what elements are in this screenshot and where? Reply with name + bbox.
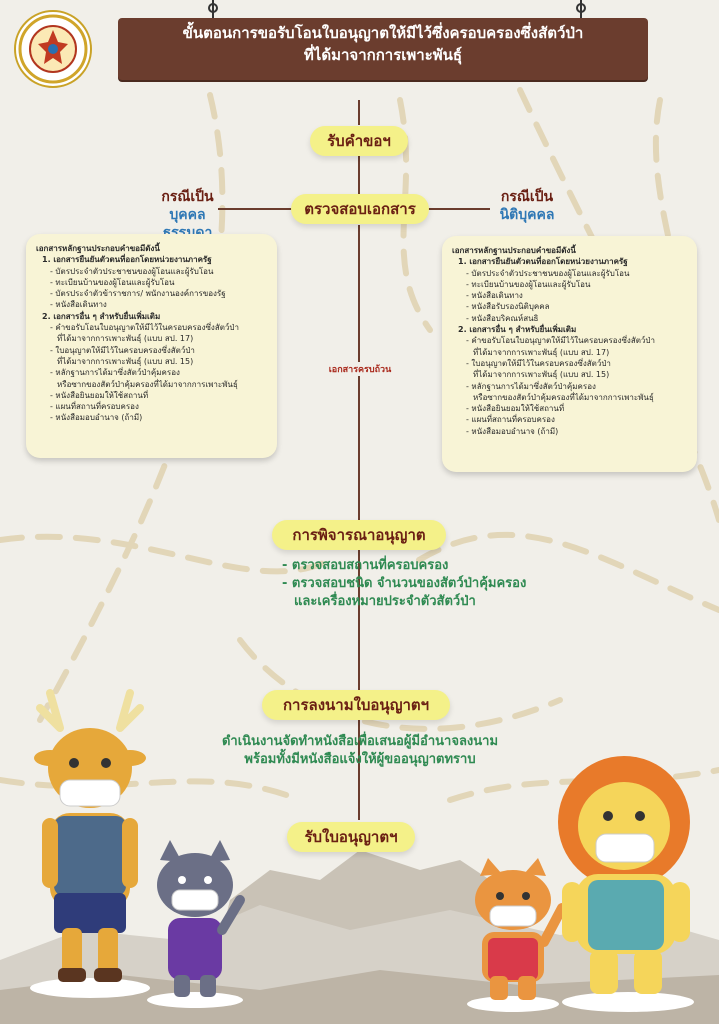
left-documents-card: เอกสารหลักฐานประกอบคำขอมีดังนี้ 1. เอกสา… bbox=[26, 234, 277, 458]
page-title-line2: ที่ได้มาจากการเพาะพันธุ์ bbox=[303, 46, 463, 64]
sign-note: ดำเนินงานจัดทำหนังสือเพื่อเสนอผู้มีอำนาจ… bbox=[221, 734, 499, 749]
step-consideration: การพิจารณาอนุญาต bbox=[272, 520, 446, 550]
right-card-item1-sub: - บัตรประจำตัวประชาชนของผู้โอนและผู้รับโ… bbox=[466, 268, 630, 278]
right-card-item2-sub: ที่ได้มาจากการเพาะพันธุ์ (แบบ สป. 15) bbox=[473, 370, 610, 380]
left-card-item1-sub: - ทะเบียนบ้านของผู้โอนและผู้รับโอน bbox=[50, 277, 175, 287]
right-documents-card: เอกสารหลักฐานประกอบคำขอมีดังนี้ 1. เอกสา… bbox=[442, 236, 697, 472]
deer-mascot bbox=[30, 689, 150, 998]
right-card-item2-sub: - หลักฐานการได้มาซึ่งสัตว์ป่าคุ้มครอง bbox=[466, 381, 596, 391]
page-title-line1: ขั้นตอนการขอรับโอนใบอนุญาตให้มีไว้ซึ่งคร… bbox=[182, 24, 584, 42]
left-case-title-line1: กรณีเป็น bbox=[161, 189, 214, 205]
right-card-item2-sub: หรือซากของสัตว์ป่าคุ้มครองที่ได้มาจากการ… bbox=[473, 392, 654, 402]
step-receive-license: รับใบอนุญาตฯ bbox=[287, 822, 415, 852]
step-check-documents: ตรวจสอบเอกสาร bbox=[291, 194, 429, 224]
right-card-item1-sub: - ทะเบียนบ้านของผู้โอนและผู้รับโอน bbox=[466, 279, 591, 289]
left-card-item2-sub: - แผนที่สถานที่ครอบครอง bbox=[50, 402, 139, 412]
left-card-item2: 2. เอกสารอื่น ๆ สำหรับยื่นเพิ่มเติม bbox=[42, 311, 161, 321]
cat-mascot bbox=[467, 858, 567, 1012]
consideration-notes: - ตรวจสอบสถานที่ครอบครอง - ตรวจสอบชนิด จ… bbox=[282, 557, 582, 611]
consider-note: - ตรวจสอบสถานที่ครอบครอง bbox=[282, 558, 449, 573]
lion-mascot bbox=[558, 756, 694, 1012]
right-card-item1-sub: - หนังสือเดินทาง bbox=[466, 291, 523, 301]
right-card-item2-sub: - ใบอนุญาตให้มีไว้ในครอบครองซึ่งสัตว์ป่า bbox=[466, 358, 611, 368]
left-card-item2-sub: - หนังสือมอบอำนาจ (ถ้ามี) bbox=[50, 413, 143, 423]
left-card-item2-sub: - ใบอนุญาตให้มีไว้ในครอบครองซึ่งสัตว์ป่า bbox=[50, 345, 195, 355]
left-card-item1: 1. เอกสารยืนยันตัวตนที่ออกโดยหน่วยงานภาค… bbox=[42, 255, 212, 265]
step-receive-request: รับคำขอฯ bbox=[310, 126, 408, 156]
logo-seal-icon bbox=[14, 10, 92, 88]
consider-note: และเครื่องหมายประจำตัวสัตว์ป่า bbox=[294, 594, 476, 609]
page-title: ขั้นตอนการขอรับโอนใบอนุญาตให้มีไว้ซึ่งคร… bbox=[118, 22, 648, 66]
left-card-heading: เอกสารหลักฐานประกอบคำขอมีดังนี้ bbox=[36, 244, 160, 253]
left-card-item2-sub: - หนังสือยินยอมให้ใช้สถานที่ bbox=[50, 390, 149, 400]
right-card-item2-sub: - คำขอรับโอนใบอนุญาตให้มีไว้ในครอบครองซึ… bbox=[466, 336, 655, 346]
left-card-item1-sub: - หนังสือเดินทาง bbox=[50, 300, 107, 310]
right-card-item2-sub: - แผนที่สถานที่ครอบครอง bbox=[466, 415, 555, 425]
right-card-item2-sub: ที่ได้มาจากการเพาะพันธุ์ (แบบ สป. 17) bbox=[473, 347, 610, 357]
right-case-title: กรณีเป็น นิติบุคคล bbox=[492, 188, 562, 224]
right-card-item2: 2. เอกสารอื่น ๆ สำหรับยื่นเพิ่มเติม bbox=[458, 325, 577, 335]
left-card-item2-sub: - หลักฐานการได้มาซึ่งสัตว์ป่าคุ้มครอง bbox=[50, 368, 180, 378]
consider-note: - ตรวจสอบชนิด จำนวนของสัตว์ป่าคุ้มครอง bbox=[282, 576, 527, 591]
right-card-item1-sub: - หนังสือบริคณห์สนธิ bbox=[466, 313, 539, 323]
right-card-heading: เอกสารหลักฐานประกอบคำขอมีดังนี้ bbox=[452, 246, 576, 255]
sign-notes: ดำเนินงานจัดทำหนังสือเพื่อเสนอผู้มีอำนาจ… bbox=[170, 733, 550, 769]
right-card-item2-sub: - หนังสือยินยอมให้ใช้สถานที่ bbox=[466, 404, 565, 414]
documents-complete-label: เอกสารครบถ้วน bbox=[319, 362, 401, 376]
left-card-item2-sub: ที่ได้มาจากการเพาะพันธุ์ (แบบ สป. 15) bbox=[57, 356, 194, 366]
sign-note: พร้อมทั้งมีหนังสือแจ้งให้ผู้ขออนุญาตทราบ bbox=[244, 752, 476, 767]
right-case-title-line2: นิติบุคคล bbox=[499, 207, 555, 223]
left-card-item1-sub: - บัตรประจำตัวประชาชนของผู้โอนและผู้รับโ… bbox=[50, 266, 214, 276]
left-card-item2-sub: ที่ได้มาจากการเพาะพันธุ์ (แบบ สป. 17) bbox=[57, 334, 194, 344]
title-sign-board bbox=[118, 18, 648, 80]
left-card-item2-sub: หรือซากของสัตว์ป่าคุ้มครองที่ได้มาจากการ… bbox=[57, 379, 238, 389]
right-card-item2-sub: - หนังสือมอบอำนาจ (ถ้ามี) bbox=[466, 426, 559, 436]
left-card-item2-sub: - คำขอรับโอนใบอนุญาตให้มีไว้ในครอบครองซึ… bbox=[50, 323, 239, 333]
right-case-title-line1: กรณีเป็น bbox=[500, 189, 554, 205]
left-card-item1-sub: - บัตรประจำตัวข้าราชการ/ พนักงานองค์การข… bbox=[50, 289, 226, 299]
right-card-item1-sub: - หนังสือรับรองนิติบุคคล bbox=[466, 302, 550, 312]
wolf-mascot bbox=[147, 840, 245, 1008]
step-sign-license: การลงนามใบอนุญาตฯ bbox=[262, 690, 450, 720]
right-card-item1: 1. เอกสารยืนยันตัวตนที่ออกโดยหน่วยงานภาค… bbox=[458, 257, 628, 267]
